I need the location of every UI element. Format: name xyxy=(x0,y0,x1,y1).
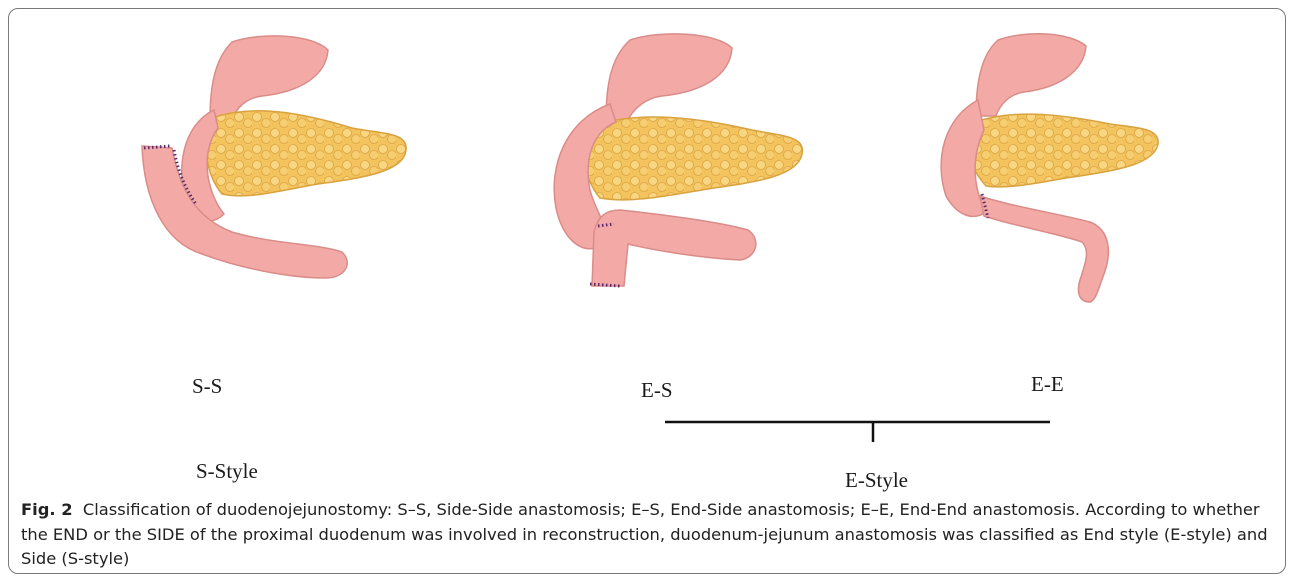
caption-text: Classification of duodenojejunostomy: S–… xyxy=(21,500,1268,568)
pancreas-shape xyxy=(584,117,802,200)
panel-label-ss: S-S xyxy=(192,374,222,399)
panel-label-es: E-S xyxy=(641,378,673,403)
stomach-shape xyxy=(606,34,732,120)
jejunum-shape xyxy=(592,210,756,286)
panel-es-illustration xyxy=(554,34,802,286)
panel-ss-illustration xyxy=(142,36,406,278)
caption-label: Fig. 2 xyxy=(21,500,73,519)
figure-caption: Fig. 2 Classification of duodenojejunost… xyxy=(21,498,1271,572)
panel-label-ee: E-E xyxy=(1031,372,1064,397)
stomach-shape xyxy=(210,36,328,120)
pancreas-shape xyxy=(967,114,1159,187)
stomach-shape xyxy=(976,34,1086,116)
panel-ee-illustration xyxy=(941,34,1158,302)
group-label-e-style: E-Style xyxy=(845,468,908,493)
group-label-s-style: S-Style xyxy=(196,459,258,484)
jejunum-shape xyxy=(980,196,1108,302)
pancreas-shape xyxy=(206,111,406,196)
e-style-bracket xyxy=(665,422,1050,442)
